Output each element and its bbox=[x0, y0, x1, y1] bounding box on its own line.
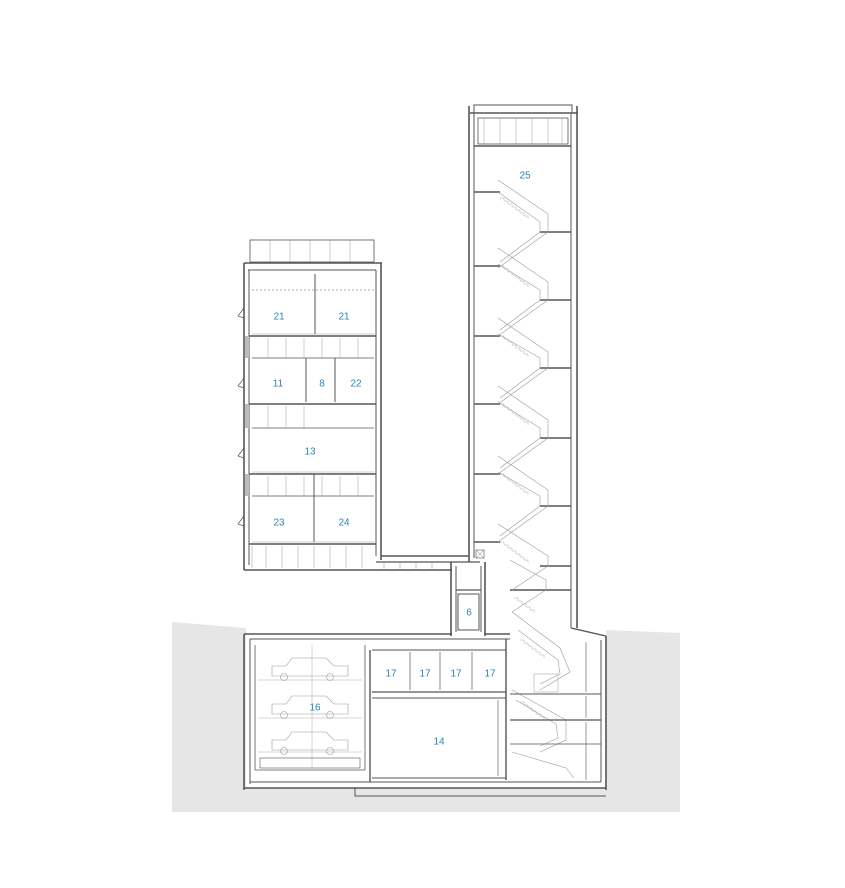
tower-floor-slabs bbox=[474, 191, 571, 591]
room-label-17-b: 17 bbox=[419, 669, 431, 680]
basement bbox=[243, 627, 607, 797]
left-block-mullions bbox=[267, 338, 359, 496]
room-label-6: 6 bbox=[466, 608, 472, 619]
room-label-24: 24 bbox=[338, 518, 350, 529]
room-label-8: 8 bbox=[319, 379, 325, 390]
room-label-25: 25 bbox=[519, 171, 531, 182]
room-label-11: 11 bbox=[273, 379, 284, 390]
room-label-17-d: 17 bbox=[484, 669, 496, 680]
stair-treads bbox=[500, 197, 545, 720]
room-label-21-left: 21 bbox=[273, 312, 285, 323]
room-labels: 25 21 21 11 8 22 13 23 24 6 17 17 17 17 … bbox=[273, 171, 531, 748]
room-label-17-c: 17 bbox=[450, 669, 462, 680]
room-label-22: 22 bbox=[350, 379, 362, 390]
room-label-21-right: 21 bbox=[338, 312, 350, 323]
room-label-14: 14 bbox=[433, 737, 445, 748]
ground bbox=[172, 622, 680, 812]
facade-fins bbox=[237, 307, 249, 527]
room-label-23: 23 bbox=[273, 518, 285, 529]
room-label-17-a: 17 bbox=[385, 669, 397, 680]
stair-flights bbox=[497, 179, 575, 779]
left-block bbox=[243, 239, 382, 570]
connector-floor bbox=[244, 546, 486, 636]
stair-tower bbox=[468, 104, 578, 628]
room-label-13: 13 bbox=[304, 447, 316, 458]
room-label-16: 16 bbox=[309, 703, 321, 714]
parked-cars bbox=[271, 657, 349, 755]
